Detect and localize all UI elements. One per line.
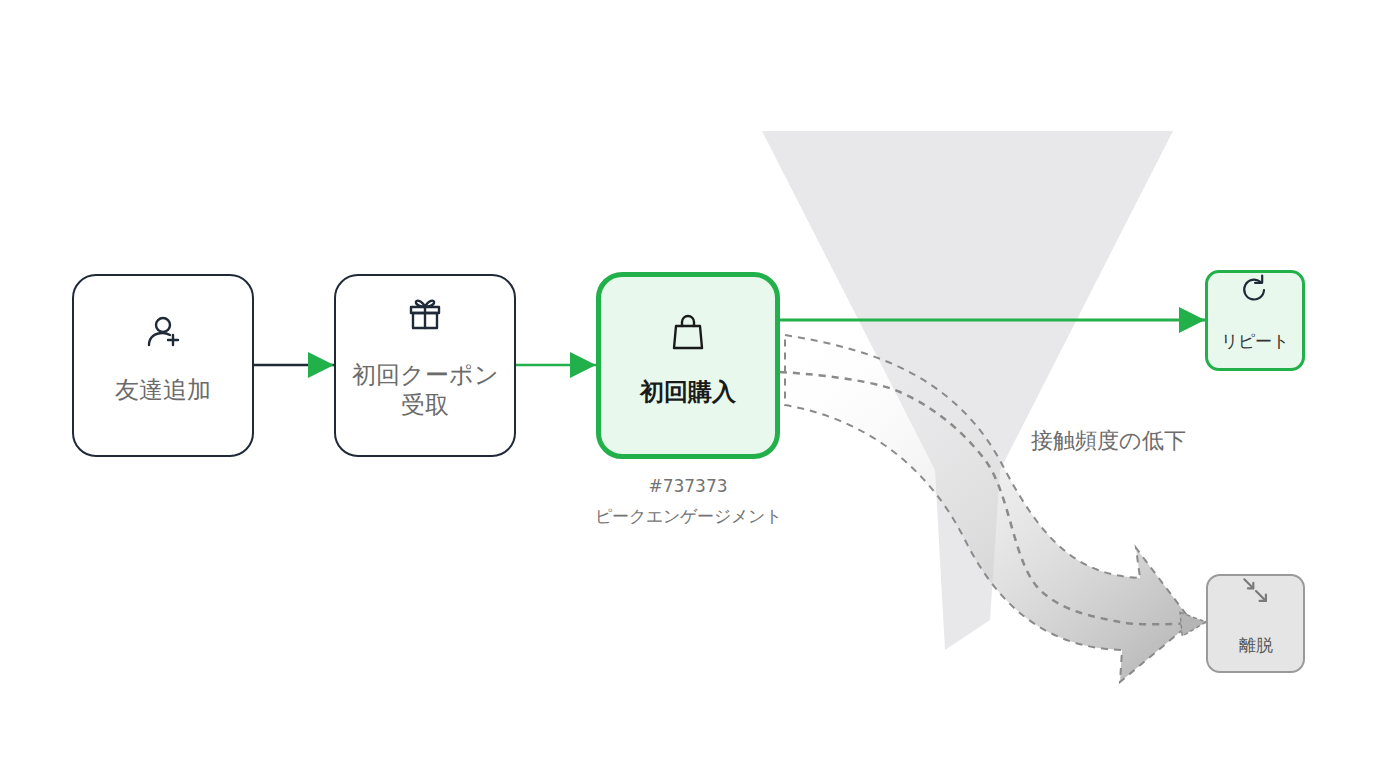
- node-label: リピート: [1221, 331, 1289, 352]
- gift-icon: [405, 293, 445, 333]
- flow-arrow: [516, 364, 596, 367]
- icon-stroke: [424, 307, 426, 328]
- flow-arrow: [780, 319, 1205, 322]
- bag-icon: [668, 312, 708, 352]
- text-stack: 友達追加: [74, 375, 252, 405]
- color-code-note: #737373: [648, 476, 727, 496]
- refresh-icon: [1237, 272, 1273, 308]
- churn-icon: [1238, 573, 1274, 609]
- churn-band: [785, 335, 1192, 682]
- dashed-arrow: [780, 372, 1206, 624]
- person-icon: [143, 309, 183, 349]
- icon-stroke: [1247, 583, 1252, 588]
- icon-stroke: [149, 333, 170, 345]
- outcome-box: リピート: [1205, 270, 1305, 371]
- icon-stroke: [416, 301, 425, 307]
- icon-stroke: [1256, 591, 1266, 601]
- node-label: 初回購入: [640, 377, 736, 407]
- icon-stroke: [682, 316, 694, 326]
- icon-stroke: [674, 326, 702, 348]
- node-label: 友達追加: [115, 375, 211, 405]
- icon-stroke: [425, 301, 434, 307]
- flow-arrow: [254, 364, 334, 367]
- node-label: 離脱: [1239, 635, 1273, 656]
- stage-caption: ピークエンゲージメント: [595, 505, 782, 528]
- text-stack: 初回購入: [601, 377, 775, 407]
- icon-stroke: [156, 318, 170, 332]
- edge-label: 接触頻度の低下: [1028, 426, 1189, 456]
- outcome-box: 離脱: [1206, 574, 1305, 673]
- process-box: 友達追加: [72, 274, 254, 457]
- highlight-box: 初回購入: [596, 272, 780, 459]
- text-stack: リピート: [1208, 331, 1302, 352]
- process-box: 初回クーポン 受取: [334, 274, 516, 457]
- icon-stroke: [168, 335, 178, 345]
- icon-stroke: [1259, 595, 1265, 601]
- node-label: 初回クーポン 受取: [344, 360, 506, 420]
- text-stack: 離脱: [1208, 635, 1303, 656]
- icon-stroke: [1255, 276, 1262, 283]
- text-stack: 初回クーポン 受取: [336, 360, 514, 420]
- icon-stroke: [1244, 579, 1253, 588]
